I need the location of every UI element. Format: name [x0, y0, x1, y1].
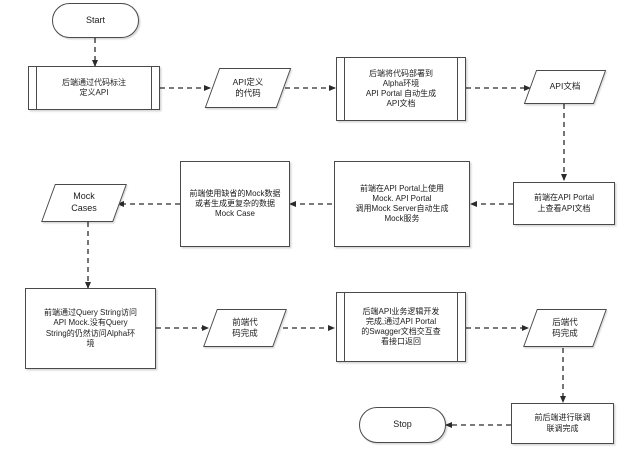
node-define-api[interactable]: 后端通过代码标注 定义API	[28, 66, 160, 110]
node-api-definition-code[interactable]: API定义 的代码	[204, 68, 292, 108]
node-mock-cases-label: Mock Cases	[71, 191, 97, 213]
node-mock-data[interactable]: 前端使用缺省的Mock数据 或者生成更复杂的数据 Mock Case	[180, 161, 290, 247]
node-stop[interactable]: Stop	[359, 407, 446, 443]
node-mock-cases[interactable]: Mock Cases	[41, 184, 127, 222]
node-view-api-doc-label: 前端在API Portal 上查看API文档	[533, 193, 594, 213]
node-backend-done-label: 后端代 码完成	[552, 316, 578, 338]
node-backend-logic[interactable]: 后端API业务逻辑开发 完成,通过API Portal 的Swagger文档交互…	[336, 292, 466, 362]
node-backend-logic-label: 后端API业务逻辑开发 完成,通过API Portal 的Swagger文档交互…	[361, 306, 441, 347]
node-frontend-done[interactable]: 前端代 码完成	[203, 309, 287, 347]
node-api-definition-code-label: API定义 的代码	[232, 76, 264, 98]
node-query-string-label: 前端通过Query String访问 API Mock.没有Query Stri…	[44, 308, 137, 348]
node-frontend-done-label: 前端代 码完成	[232, 316, 258, 338]
node-joint-debug-label: 前后端进行联调 联调完成	[534, 413, 591, 433]
node-deploy-alpha-label: 后端将代码部署到 Alpha环境 API Portal 自动生成 API文档	[365, 68, 437, 109]
node-stop-label: Stop	[393, 419, 412, 430]
node-query-string[interactable]: 前端通过Query String访问 API Mock.没有Query Stri…	[25, 288, 156, 369]
node-api-document[interactable]: API文档	[523, 70, 607, 104]
node-api-document-label: API文档	[549, 81, 581, 92]
node-view-api-doc[interactable]: 前端在API Portal 上查看API文档	[513, 182, 615, 225]
node-backend-done[interactable]: 后端代 码完成	[523, 309, 607, 347]
node-start-label: Start	[85, 14, 105, 25]
node-joint-debug[interactable]: 前后端进行联调 联调完成	[511, 403, 614, 444]
node-define-api-label: 后端通过代码标注 定义API	[62, 77, 126, 97]
node-mock-data-label: 前端使用缺省的Mock数据 或者生成更复杂的数据 Mock Case	[189, 188, 281, 219]
node-use-mock-label: 前端在API Portal上使用 Mock. API Portal 调用Mock…	[355, 183, 449, 224]
node-deploy-alpha[interactable]: 后端将代码部署到 Alpha环境 API Portal 自动生成 API文档	[336, 57, 466, 121]
node-use-mock[interactable]: 前端在API Portal上使用 Mock. API Portal 调用Mock…	[334, 161, 470, 247]
node-start[interactable]: Start	[52, 3, 139, 38]
